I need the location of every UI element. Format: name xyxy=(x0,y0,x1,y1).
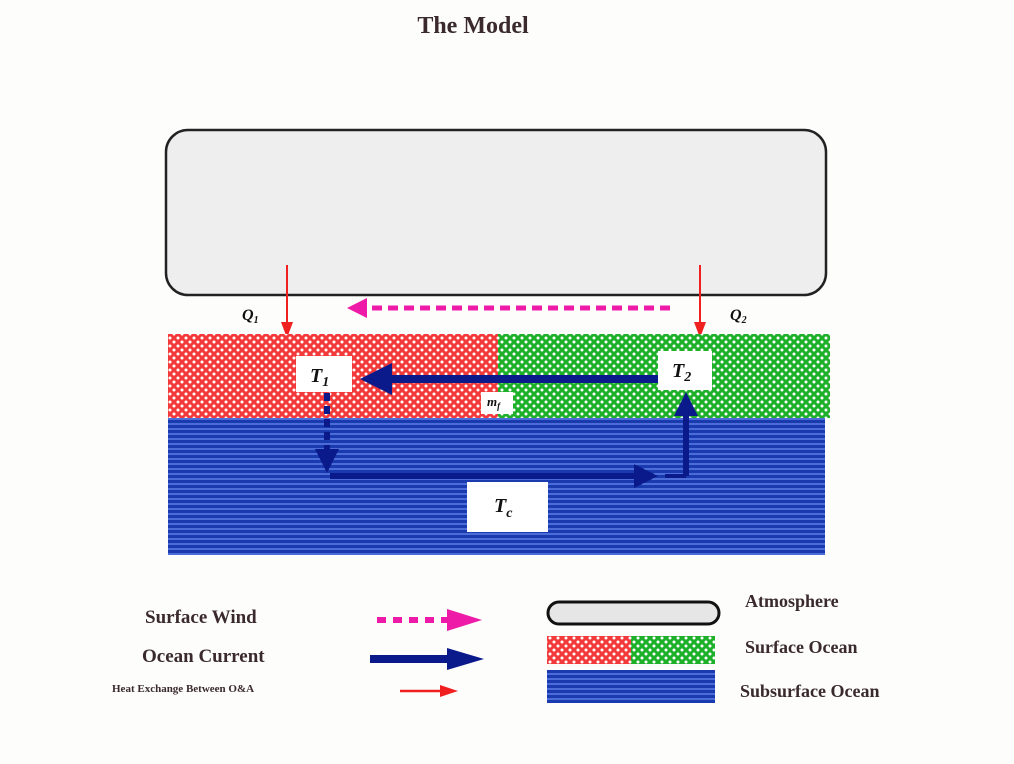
legend-surface-ocean-label: Surface Ocean xyxy=(745,637,857,657)
t2-box xyxy=(658,351,712,390)
tc-box xyxy=(467,482,548,532)
legend-heat-exchange-label: Heat Exchange Between O&A xyxy=(112,683,254,695)
legend-surface-wind-arrowhead xyxy=(447,609,482,631)
legend-surface-wind-label: Surface Wind xyxy=(145,607,257,628)
t1-box xyxy=(296,356,352,392)
legend-surface-ocean-cold-swatch xyxy=(631,636,715,664)
legend-atmosphere-label: Atmosphere xyxy=(745,591,839,611)
legend-subsurface-ocean-label: Subsurface Ocean xyxy=(740,681,880,701)
legend-subsurface-ocean-swatch xyxy=(547,670,715,703)
mf-box xyxy=(481,392,513,414)
diagram-title: The Model xyxy=(417,13,529,39)
atmosphere-box xyxy=(164,128,828,297)
legend-ocean-current-arrowhead xyxy=(447,648,484,670)
q1-label: Q1 xyxy=(242,307,259,326)
t1-label: T1 xyxy=(310,365,329,390)
tc-label: Tc xyxy=(494,495,513,521)
legend-heat-exchange-arrowhead xyxy=(440,685,458,697)
q2-label: Q2 xyxy=(730,307,747,326)
legend-surface-ocean-warm-swatch xyxy=(547,636,631,664)
mf-label: mf xyxy=(487,394,501,411)
legend-ocean-current-label: Ocean Current xyxy=(142,646,265,667)
t2-label: T2 xyxy=(672,360,691,385)
legend-atmosphere-swatch xyxy=(546,600,721,626)
